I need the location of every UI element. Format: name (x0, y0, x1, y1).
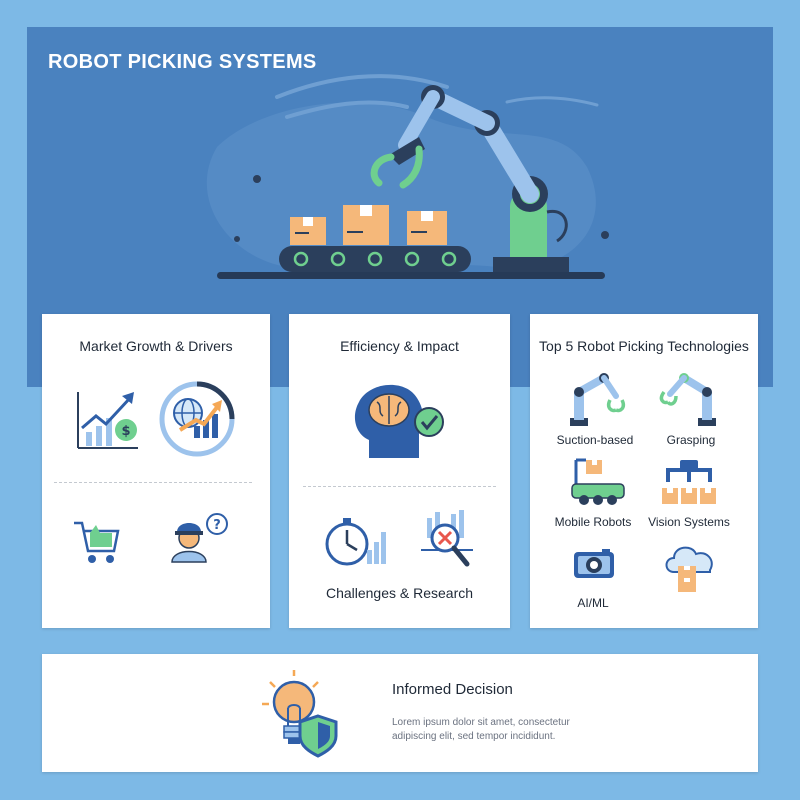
card-title: Market Growth & Drivers (79, 338, 233, 354)
stopwatch-chart-icon (325, 518, 386, 566)
robot-conveyor-illustration (206, 74, 609, 279)
page-title: ROBOT PICKING SYSTEMS (48, 51, 317, 73)
efficiency-card: Efficiency & Impact Challenges & Researc… (289, 314, 510, 628)
vision-gantry-icon (662, 460, 716, 504)
informed-decision-text: Lorem ipsum dolor sit amet, consectetur … (392, 717, 570, 742)
shopping-cart-icon (74, 521, 120, 563)
tech-label-grasping: Grasping (666, 433, 716, 447)
card-title: Efficiency & Impact (340, 338, 459, 354)
tech-label-aiml: AI/ML (577, 596, 609, 610)
tech-label-mobile: Mobile Robots (554, 515, 632, 529)
divider (54, 482, 252, 483)
svg-text:$: $ (121, 424, 130, 439)
svg-text:?: ? (213, 518, 221, 533)
cloud-box-icon (665, 546, 713, 592)
gripper-arm-icon (659, 373, 716, 426)
camera-icon (574, 549, 614, 578)
lightbulb-shield-icon (262, 670, 338, 758)
mobile-robot-icon (571, 458, 625, 505)
worker-question-icon: ? (171, 513, 228, 563)
technologies-card: Top 5 Robot Picking Technologies Suction… (530, 314, 758, 628)
global-growth-icon (159, 381, 235, 457)
robot-arm-icon (570, 373, 626, 426)
market-growth-card: Market Growth & Drivers $ ? (42, 314, 270, 628)
divider (303, 486, 496, 487)
informed-decision-title: Informed Decision (392, 681, 513, 698)
informed-decision-card: Informed Decision Lorem ipsum dolor sit … (42, 654, 758, 772)
challenges-title: Challenges & Research (325, 585, 474, 601)
research-magnifier-icon (421, 510, 473, 567)
tech-label-vision: Vision Systems (648, 515, 730, 529)
card-title: Top 5 Robot Picking Technologies (539, 338, 749, 354)
brain-check-icon (354, 384, 444, 458)
tech-label-suction: Suction-based (556, 433, 634, 447)
growth-chart-icon: $ (77, 392, 138, 449)
